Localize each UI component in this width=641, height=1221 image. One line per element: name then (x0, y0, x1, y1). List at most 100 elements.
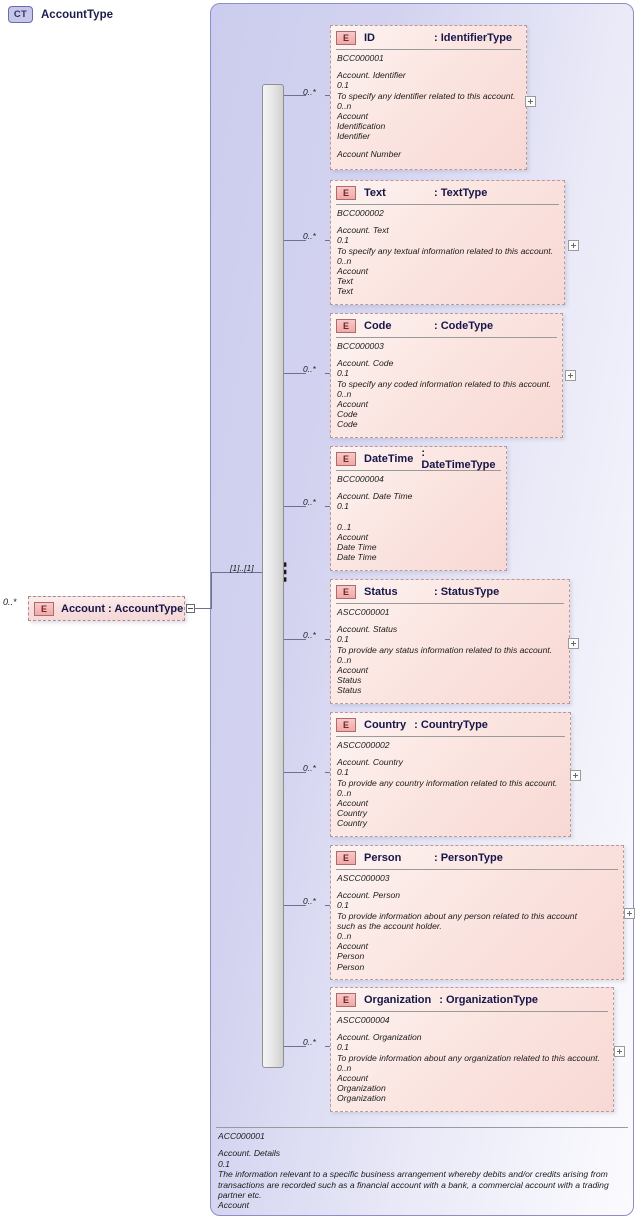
element-name: DateTime (364, 452, 414, 465)
connector-line (284, 373, 306, 374)
divider (216, 1127, 628, 1128)
connector-line (325, 905, 330, 906)
element-name: Code (364, 319, 392, 332)
element-box-code[interactable]: E Code : CodeType BCC000003 Account. Cod… (330, 313, 563, 438)
occurrence-label: 0..* (303, 231, 316, 241)
element-badge-icon: E (336, 30, 356, 45)
model-group-bar[interactable] (262, 84, 284, 1068)
element-box-status[interactable]: E Status : StatusType ASCC000001 Account… (330, 579, 570, 704)
divider (336, 736, 565, 737)
divider (336, 869, 618, 870)
element-type: : TextType (434, 186, 488, 199)
expand-button-person[interactable] (624, 908, 635, 919)
annotation-line: 0..n (337, 787, 352, 798)
element-box-organization[interactable]: E Organization : OrganizationType ASCC00… (330, 987, 614, 1112)
complextype-header: CT AccountType (8, 6, 113, 23)
expand-button-status[interactable] (568, 638, 579, 649)
element-account[interactable]: E Account : AccountType (28, 596, 185, 621)
element-id: ASCC000002 (337, 740, 390, 750)
connector-line (325, 1046, 330, 1047)
connector-line (195, 608, 212, 609)
expand-button-id[interactable] (525, 96, 536, 107)
annotation-line: Text (337, 276, 353, 287)
element-id: ASCC000001 (337, 607, 390, 617)
annotation-line: Account. Identifier (337, 70, 406, 81)
divider (336, 470, 501, 471)
annotation-line: 0.1 (337, 368, 349, 379)
connector-line (284, 639, 306, 640)
element-annotation: BCC000002 Account. Text 0.1 To specify a… (331, 205, 564, 301)
divider (336, 337, 557, 338)
annotation-line: Country (337, 808, 368, 819)
divider (336, 204, 559, 205)
occurrence-label: 0..* (303, 364, 316, 374)
annotation-line: Date Time (337, 552, 377, 563)
annotation-line: 0..n (337, 931, 352, 942)
annotation-line: Identifier (337, 131, 370, 142)
annotation-line: Text (337, 286, 353, 297)
annotation-line: Account. Details (218, 1148, 281, 1159)
annotation-line: Account (337, 399, 369, 410)
element-name: Person (364, 851, 402, 864)
annotation-line: 0.1 (218, 1158, 230, 1169)
element-type: : DateTimeType (421, 446, 496, 471)
complextype-badge-icon: CT (8, 6, 33, 23)
annotation-line: Person (337, 951, 365, 962)
annotation-line: 0.1 (337, 900, 349, 911)
element-name: Text (364, 186, 386, 199)
connector-line (284, 905, 306, 906)
annotation-line: Account (337, 1073, 369, 1084)
annotation-line: 0.1 (337, 767, 349, 778)
annotation-line: Code (337, 409, 358, 420)
expand-button-organization[interactable] (614, 1046, 625, 1057)
divider (336, 603, 564, 604)
annotation-line: Code (337, 419, 358, 430)
element-annotation: BCC000001 Account. Identifier 0.1 To spe… (331, 50, 526, 163)
annotation-documentation: To provide information about any organiz… (337, 1052, 600, 1063)
element-box-id[interactable]: E ID : IdentifierType BCC000001 Account.… (330, 25, 527, 170)
annotation-line: Account (337, 798, 369, 809)
element-annotation: ASCC000002 Account. Country 0.1 To provi… (331, 737, 570, 833)
expand-button-country[interactable] (570, 770, 581, 781)
element-annotation: BCC000003 Account. Code 0.1 To specify a… (331, 338, 562, 434)
annotation-line: 0..1 (337, 521, 352, 532)
element-badge-icon: E (336, 185, 356, 200)
element-header: E Organization : OrganizationType (331, 988, 613, 1009)
element-id: BCC000004 (337, 474, 384, 484)
annotation-line: Status (337, 675, 362, 686)
element-type: : OrganizationType (439, 993, 539, 1006)
divider (336, 1011, 608, 1012)
element-header: E Code : CodeType (331, 314, 562, 335)
annotation-line: Account. Text (337, 225, 389, 236)
annotation-line: Organization (337, 1083, 386, 1094)
element-box-text[interactable]: E Text : TextType BCC000002 Account. Tex… (330, 180, 565, 305)
element-header: E Country : CountryType (331, 713, 570, 734)
annotation-line: Country (337, 818, 368, 829)
element-box-person[interactable]: E Person : PersonType ASCC000003 Account… (330, 845, 624, 980)
element-badge-icon: E (34, 601, 54, 616)
annotation-line: 0.1 (337, 1042, 349, 1053)
annotation-documentation: To provide any status information relate… (337, 644, 553, 655)
element-box-country[interactable]: E Country : CountryType ASCC000002 Accou… (330, 712, 571, 837)
element-badge-icon: E (336, 850, 356, 865)
expand-button-text[interactable] (568, 240, 579, 251)
annotation-line: 0.1 (337, 501, 349, 512)
element-badge-icon: E (336, 584, 356, 599)
element-id: ASCC000003 (337, 873, 390, 883)
expand-button-code[interactable] (565, 370, 576, 381)
element-annotation: ASCC000001 Account. Status 0.1 To provid… (331, 604, 569, 700)
account-occurrence-label: 0..* (3, 597, 17, 607)
element-box-datetime[interactable]: E DateTime : DateTimeType BCC000004 Acco… (330, 446, 507, 571)
annotation-line: 0.1 (337, 235, 349, 246)
complextype-annotation: ACC000001 Account. Details 0.1 The infor… (218, 1131, 630, 1211)
element-name: Status (364, 585, 398, 598)
element-header: E ID : IdentifierType (331, 26, 526, 47)
element-name: Country (364, 718, 407, 731)
annotation-line: Account. Organization (337, 1032, 422, 1043)
annotation-documentation: To specify any coded information related… (337, 378, 552, 389)
connector-line (284, 1046, 306, 1047)
complextype-title: AccountType (41, 8, 113, 21)
annotation-documentation: To provide any country information relat… (337, 777, 558, 788)
complextype-occurrence-label: [1]..[1] (230, 563, 254, 573)
connector-line (325, 95, 330, 96)
